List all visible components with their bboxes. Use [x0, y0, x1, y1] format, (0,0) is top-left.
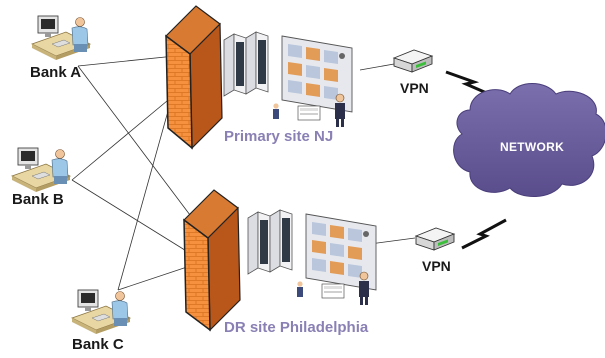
vpn-router-top: [393, 49, 433, 73]
vpn-links: [359, 63, 416, 245]
link-bank-c-dr: [117, 265, 191, 291]
vpn-top-label: VPN: [400, 80, 429, 96]
firewall-dr: [183, 189, 241, 332]
network-label: NETWORK: [500, 140, 565, 154]
workstation-bank-a: [31, 15, 91, 61]
bank-a-label: Bank A: [30, 64, 82, 81]
lightning-bolt-top: [445, 70, 499, 100]
link-dr-vpn: [369, 237, 416, 245]
datacenter-primary: [223, 31, 353, 128]
firewall-primary: [165, 5, 223, 150]
link-bank-a-dr: [77, 65, 191, 216]
bank-c-label: Bank C: [72, 336, 124, 353]
lightning-bolt-bottom: [461, 218, 507, 250]
primary-site-label: Primary site NJ: [224, 128, 334, 145]
bank-links: [71, 55, 191, 291]
link-bank-c-primary: [117, 103, 171, 291]
network-cloud: [453, 83, 605, 198]
bank-b-label: Bank B: [12, 191, 64, 208]
link-bank-b-dr: [71, 179, 189, 253]
link-primary-vpn: [359, 63, 395, 71]
vpn-router-bottom: [415, 227, 455, 251]
workstation-bank-c: [71, 289, 131, 335]
link-bank-b-primary: [71, 95, 174, 181]
vpn-bottom-label: VPN: [422, 258, 451, 274]
workstation-bank-b: [11, 147, 71, 193]
datacenter-dr: [247, 209, 377, 306]
link-bank-a-primary: [77, 55, 176, 67]
dr-site-label: DR site Philadelphia: [224, 319, 369, 336]
